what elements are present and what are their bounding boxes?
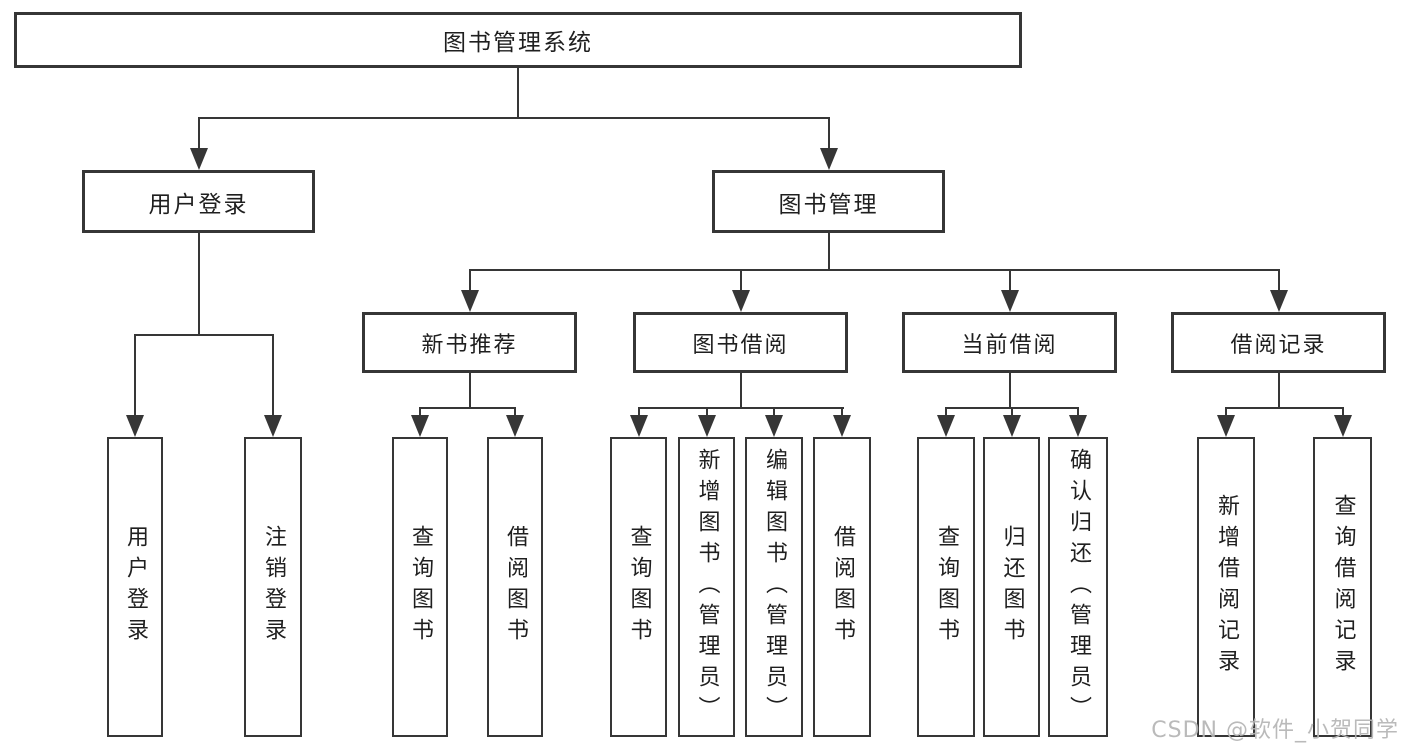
edge-drop-leaf-log-query: [1342, 408, 1344, 417]
node-leaf-rec-borrow: 借阅图书: [487, 437, 543, 737]
node-leaf-rec-query: 查询图书: [392, 437, 448, 737]
node-leaf-bor-edit: 编辑图书（管理员）: [745, 437, 803, 737]
edge-stem-new-book-rec: [469, 373, 471, 408]
edge-stem-book-mgmt: [828, 233, 830, 270]
arrowhead-leaf-logout: [264, 415, 282, 437]
node-leaf-cur-return: 归还图书: [983, 437, 1040, 737]
edge-drop-leaf-bor-query: [638, 408, 640, 417]
node-label-leaf-bor-add: 新增图书（管理员）: [694, 447, 720, 727]
node-label-leaf-cur-return: 归还图书: [999, 525, 1025, 649]
edge-drop-leaf-user-login: [134, 335, 136, 417]
node-book-borrow: 图书借阅: [633, 312, 848, 373]
arrowhead-user-login: [190, 148, 208, 170]
edge-stem-book-borrow: [740, 373, 742, 408]
arrowhead-leaf-bor-borrow: [833, 415, 851, 437]
edge-bar-root: [198, 117, 830, 119]
arrowhead-new-book-rec: [461, 290, 479, 312]
watermark-text: CSDN @软件_小贺同学: [1151, 718, 1399, 743]
node-label-leaf-user-login: 用户登录: [123, 525, 148, 649]
node-leaf-logout: 注销登录: [244, 437, 302, 737]
node-label-book-mgmt: 图书管理: [778, 191, 879, 218]
arrowhead-leaf-cur-return: [1003, 415, 1021, 437]
node-leaf-bor-query: 查询图书: [610, 437, 667, 737]
edge-drop-leaf-cur-confirm: [1077, 408, 1079, 417]
edge-bar-new-book-rec: [419, 407, 516, 409]
edge-bar-user-login: [134, 334, 274, 336]
edge-drop-book-borrow: [740, 270, 742, 292]
node-label-book-borrow: 图书借阅: [692, 332, 789, 358]
edge-drop-book-mgmt: [828, 118, 830, 150]
arrowhead-current-borrow: [1001, 290, 1019, 312]
edge-drop-leaf-rec-query: [419, 408, 421, 417]
node-new-book-rec: 新书推荐: [362, 312, 577, 373]
edge-bar-book-borrow: [638, 407, 844, 409]
edge-drop-user-login: [198, 118, 200, 150]
node-root: 图书管理系统: [14, 12, 1022, 68]
node-label-leaf-log-query: 查询借阅记录: [1330, 494, 1356, 680]
node-label-leaf-rec-query: 查询图书: [408, 525, 433, 649]
edge-drop-leaf-log-add: [1225, 408, 1227, 417]
edge-drop-new-book-rec: [469, 270, 471, 292]
arrowhead-leaf-bor-query: [630, 415, 648, 437]
arrowhead-leaf-user-login: [126, 415, 144, 437]
node-label-leaf-rec-borrow: 借阅图书: [503, 525, 528, 649]
edge-drop-leaf-logout: [272, 335, 274, 417]
edge-drop-leaf-bor-borrow: [841, 408, 843, 417]
node-leaf-bor-borrow: 借阅图书: [813, 437, 871, 737]
edge-drop-current-borrow: [1009, 270, 1011, 292]
node-label-root: 图书管理系统: [443, 30, 593, 56]
node-leaf-user-login: 用户登录: [107, 437, 163, 737]
node-label-leaf-bor-query: 查询图书: [626, 525, 652, 649]
edge-bar-borrow-record: [1225, 407, 1344, 409]
node-label-leaf-log-add: 新增借阅记录: [1214, 494, 1239, 680]
node-label-leaf-bor-borrow: 借阅图书: [830, 525, 855, 649]
arrowhead-leaf-cur-query: [937, 415, 955, 437]
arrowhead-leaf-bor-add: [698, 415, 716, 437]
edge-drop-leaf-bor-edit: [773, 408, 775, 417]
node-leaf-log-query: 查询借阅记录: [1313, 437, 1372, 737]
arrowhead-book-borrow: [732, 290, 750, 312]
node-book-mgmt: 图书管理: [712, 170, 945, 233]
arrowhead-leaf-cur-confirm: [1069, 415, 1087, 437]
node-label-leaf-cur-query: 查询图书: [934, 525, 959, 649]
node-borrow-record: 借阅记录: [1171, 312, 1386, 373]
node-user-login: 用户登录: [82, 170, 315, 233]
edge-stem-root: [517, 68, 519, 118]
arrowhead-leaf-rec-query: [411, 415, 429, 437]
node-label-leaf-logout: 注销登录: [261, 525, 286, 649]
arrowhead-leaf-bor-edit: [765, 415, 783, 437]
edge-bar-book-mgmt: [469, 269, 1280, 271]
arrowhead-leaf-log-query: [1334, 415, 1352, 437]
edge-stem-user-login: [198, 233, 200, 335]
node-label-user-login: 用户登录: [148, 191, 249, 218]
node-leaf-cur-query: 查询图书: [917, 437, 975, 737]
arrowhead-borrow-record: [1270, 290, 1288, 312]
node-leaf-log-add: 新增借阅记录: [1197, 437, 1255, 737]
node-label-leaf-cur-confirm: 确认归还（管理员）: [1066, 447, 1091, 727]
edge-drop-leaf-cur-return: [1011, 408, 1013, 417]
edge-drop-borrow-record: [1278, 270, 1280, 292]
edge-drop-leaf-cur-query: [945, 408, 947, 417]
edge-drop-leaf-bor-add: [706, 408, 708, 417]
node-leaf-bor-add: 新增图书（管理员）: [678, 437, 735, 737]
node-leaf-cur-confirm: 确认归还（管理员）: [1048, 437, 1108, 737]
edge-stem-borrow-record: [1278, 373, 1280, 408]
node-label-leaf-bor-edit: 编辑图书（管理员）: [762, 447, 787, 727]
edge-drop-leaf-rec-borrow: [514, 408, 516, 417]
arrowhead-leaf-rec-borrow: [506, 415, 524, 437]
node-label-borrow-record: 借阅记录: [1230, 332, 1327, 358]
arrowhead-book-mgmt: [820, 148, 838, 170]
node-current-borrow: 当前借阅: [902, 312, 1117, 373]
node-label-new-book-rec: 新书推荐: [421, 332, 518, 358]
edge-stem-current-borrow: [1009, 373, 1011, 408]
node-label-current-borrow: 当前借阅: [961, 332, 1058, 358]
arrowhead-leaf-log-add: [1217, 415, 1235, 437]
